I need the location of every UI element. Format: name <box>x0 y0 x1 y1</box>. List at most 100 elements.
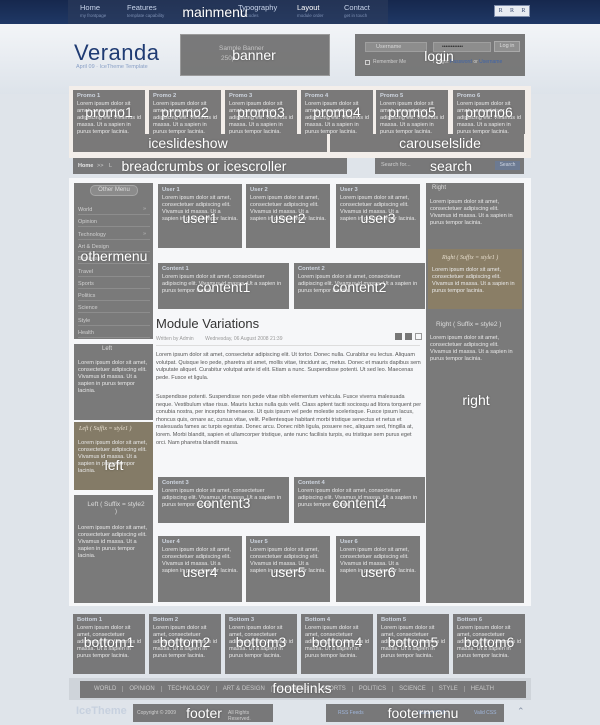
content-3-label: content3 <box>196 495 251 511</box>
footer-menu: RSS Feeds Valid XHTML Valid CSS <box>326 704 504 722</box>
user-3-text: Lorem ipsum dolor sit amet, consectetuer… <box>340 195 416 222</box>
footer-link-2[interactable]: OPINION <box>122 686 160 692</box>
user-2-text: Lorem ipsum dolor sit amet, consectetuer… <box>250 195 326 222</box>
forgot-text: I forgot <box>433 59 449 65</box>
nav-sub-features: template capability <box>127 13 165 18</box>
othermenu-item-3[interactable]: Technology» <box>78 230 150 240</box>
othermenu-item-4[interactable]: Art & Design <box>78 242 150 252</box>
othermenu-item-1[interactable]: World» <box>78 205 150 215</box>
nav-item-typography[interactable]: Typography <box>238 3 278 12</box>
user-4-label: user4 <box>182 564 218 580</box>
article-author: Written by Admin <box>156 336 194 342</box>
footer-menu-css[interactable]: Valid CSS <box>474 710 497 716</box>
nav-item-layout[interactable]: Layout <box>297 3 320 12</box>
breadcrumb-current: L <box>109 163 113 169</box>
promo-2-label: promo2 <box>161 104 209 120</box>
user-4-title: User 4 <box>162 539 180 545</box>
breadcrumb-home[interactable]: Home <box>78 163 94 169</box>
login-button[interactable]: Log in <box>494 41 520 52</box>
main-menu: Home my frontpage Features template capa… <box>68 0 388 24</box>
footer-link-3[interactable]: TECHNOLOGY <box>160 686 216 692</box>
footer-link-1[interactable]: WORLD <box>94 686 117 692</box>
promo-3-title: Promo 3 <box>229 93 253 99</box>
right-module-1-text: Lorem ipsum dolor sit amet, consectetuer… <box>430 199 513 226</box>
footer-menu-rss[interactable]: RSS Feeds <box>338 710 364 716</box>
footer-link-10[interactable]: HEALTH <box>463 686 500 692</box>
left-module-2-title: Left ( Suffix = style1 ) <box>79 426 132 432</box>
footer-link-9[interactable]: STYLE <box>431 686 464 692</box>
carouselslide[interactable] <box>330 134 524 152</box>
othermenu-item-8[interactable]: Politics <box>78 291 150 302</box>
password-field[interactable]: •••••••••••• <box>433 42 491 52</box>
othermenu-item-label: Travel <box>78 268 94 275</box>
nav-item-features[interactable]: Features <box>127 3 157 12</box>
left-module-1-text: Lorem ipsum dolor sit amet, consectetuer… <box>78 360 148 394</box>
nav-item-contact[interactable]: Contact <box>344 3 370 12</box>
search-input[interactable]: Search for... <box>381 162 411 168</box>
user-6-text: Lorem ipsum dolor sit amet, consectetuer… <box>340 547 416 574</box>
othermenu-item-6[interactable]: Travel <box>78 267 150 277</box>
footer-link-8[interactable]: SCIENCE <box>392 686 432 692</box>
othermenu-item-7[interactable]: Sports <box>78 279 150 289</box>
promo-3-label: promo3 <box>237 104 285 120</box>
username-field[interactable]: Username <box>365 42 427 52</box>
pdf-icon[interactable] <box>395 333 402 340</box>
search-button[interactable]: Search <box>495 161 520 170</box>
bottom-5-text: Lorem ipsum dolor sit amet, consectetuer… <box>381 625 445 659</box>
footer-link-6[interactable]: SPORTS <box>314 686 352 692</box>
user-6-title: User 6 <box>340 539 358 545</box>
font-large-button[interactable]: R <box>521 8 526 14</box>
othermenu-item-label: Technology <box>78 231 106 238</box>
iceslideshow[interactable] <box>73 134 327 152</box>
forgot-password-link[interactable]: Password <box>449 59 472 65</box>
bottom-3-label: bottom3 <box>235 634 287 650</box>
footer-link-7[interactable]: POLITICS <box>351 686 392 692</box>
footelinks-label: footelinks <box>272 680 332 696</box>
bottom-5-label: bottom5 <box>387 634 439 650</box>
print-icon[interactable] <box>405 333 412 340</box>
user-3-title: User 3 <box>340 187 358 193</box>
bottom-6-label: bottom6 <box>463 634 515 650</box>
nav-item-home[interactable]: Home <box>80 3 101 12</box>
login-label: login <box>424 48 454 64</box>
banner-text: Sample Banner <box>219 45 264 52</box>
back-to-top-icon[interactable]: ⌃ <box>517 706 525 716</box>
remember-checkbox[interactable] <box>365 60 370 65</box>
forgot-or: or <box>473 59 478 65</box>
banner-label: banner <box>232 47 276 63</box>
font-medium-button[interactable]: R <box>509 8 514 14</box>
othermenu-item-5[interactable]: Business <box>78 254 150 265</box>
promo-4-text: Lorem ipsum dolor sit amet, consectetuer… <box>305 101 369 134</box>
footer-link-4[interactable]: ART & DESIGN <box>215 686 271 692</box>
right-module-2: Right ( Suffix = style1 ) Lorem ipsum do… <box>428 249 522 309</box>
othermenu-item-2[interactable]: Opinion <box>78 217 150 228</box>
footer-link-5[interactable]: BUSINESS <box>270 686 314 692</box>
email-icon[interactable] <box>415 333 422 340</box>
footer-menu-xhtml[interactable]: Valid XHTML <box>418 710 448 716</box>
right-column: Right Lorem ipsum dolor sit amet, consec… <box>426 183 524 603</box>
promo-3-text: Lorem ipsum dolor sit amet, consectetuer… <box>229 101 293 134</box>
site-logo[interactable]: Veranda <box>74 40 160 65</box>
font-small-button[interactable]: R <box>498 8 503 14</box>
footer-label: footer <box>186 705 222 721</box>
othermenu-item-10[interactable]: Style <box>78 316 150 326</box>
banner-area[interactable]: Sample Banner 250p <box>180 34 330 76</box>
left-label: left <box>104 457 124 473</box>
othermenu-item-11[interactable]: Health <box>78 328 150 338</box>
user-1-title: User 1 <box>162 187 180 193</box>
user-3-label: user3 <box>360 210 396 226</box>
promo-5-label: promo5 <box>388 104 436 120</box>
forgot-username-link[interactable]: Username <box>479 59 503 65</box>
othermenu-item-label: Politics <box>78 293 96 300</box>
othermenu-item-9[interactable]: Science <box>78 303 150 314</box>
user-6-label: user6 <box>360 564 396 580</box>
